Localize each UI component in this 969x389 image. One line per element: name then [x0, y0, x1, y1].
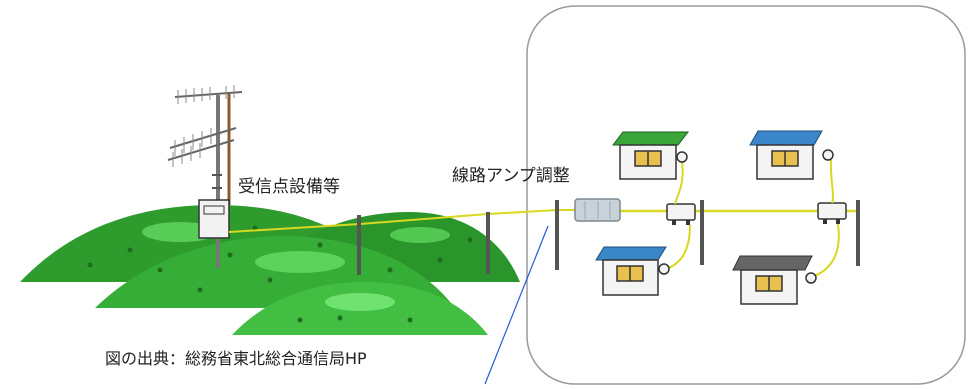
- line-amp-adjustment-label: 線路アンプ調整: [452, 166, 570, 186]
- hills: [20, 205, 520, 335]
- house-icon: [732, 255, 817, 305]
- reception-box-icon: [198, 199, 230, 239]
- reception-facility-label: 受信点設備等: [238, 177, 340, 197]
- source-caption: 図の出典：総務省東北総合通信局HP: [105, 349, 367, 368]
- house-icon: [595, 246, 670, 296]
- service-area-frame: [526, 5, 966, 385]
- house-icon: [749, 130, 834, 180]
- tap-icon: [666, 203, 696, 225]
- callout-line: [484, 225, 549, 385]
- house-icon: [611, 131, 690, 180]
- amplifier-icon: [574, 198, 621, 222]
- splitter-icon: [817, 202, 847, 224]
- antenna-icon: [167, 85, 243, 268]
- utility-pole-icon: [357, 200, 860, 275]
